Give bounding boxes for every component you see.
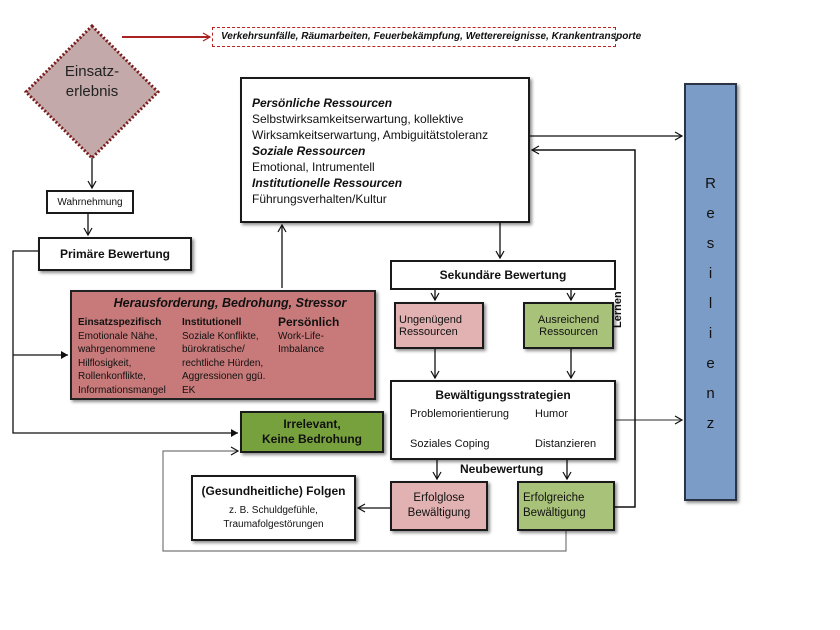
unsuccessful-coping-box: Erfolglose Bewältigung (390, 481, 488, 531)
perception-box: Wahrnehmung (46, 190, 134, 214)
coping-item: Distanzieren (535, 438, 597, 450)
coping-item: Soziales Coping (410, 438, 490, 450)
primary-appraisal-box: Primäre Bewertung (38, 237, 192, 271)
resources-box: Persönliche Ressourcen Selbstwirksamkeit… (240, 77, 530, 223)
institutional-resources-text: Führungsverhalten/Kultur (252, 192, 387, 206)
stressor-title: Herausforderung, Bedrohung, Stressor (113, 296, 347, 310)
social-resources-title: Soziale Ressourcen (252, 144, 366, 158)
successful-coping-box: Erfolgreiche Bewältigung (517, 481, 615, 531)
sufficient-resources-box: Ausreichend Ressourcen (523, 302, 614, 349)
health-consequences-box: (Gesundheitliche) Folgen z. B. Schuldgef… (191, 475, 356, 541)
health-consequences-title: (Gesundheitliche) Folgen (201, 484, 346, 498)
stressor-column-operational: Einsatzspezifisch Emotionale Nähe, wahrg… (78, 317, 166, 396)
primary-appraisal-label: Primäre Bewertung (59, 247, 171, 261)
event-label: Einsatz- erlebnis (64, 63, 120, 100)
institutional-resources-title: Institutionelle Ressourcen (252, 176, 403, 190)
irrelevant-box: Irrelevant, Keine Bedrohung (240, 411, 384, 453)
secondary-appraisal-box: Sekundäre Bewertung (390, 260, 616, 290)
coping-item: Humor (535, 408, 569, 420)
stressor-column-institutional: Institutionell Soziale Konflikte, bürokr… (182, 317, 266, 396)
reappraisal-label: Neubewertung (460, 462, 544, 476)
event-diamond (23, 23, 161, 161)
social-resources-text: Emotional, Intrumentell (252, 160, 375, 174)
personal-resources-title: Persönliche Ressourcen (252, 96, 393, 110)
stressor-box: Herausforderung, Bedrohung, Stressor Ein… (70, 290, 376, 400)
secondary-appraisal-label: Sekundäre Bewertung (439, 268, 567, 282)
event-examples-box: Verkehrsunfälle, Räumarbeiten, Feuerbekä… (212, 27, 641, 47)
coping-strategies-title: Bewältigungsstrategien (435, 388, 571, 402)
resilience-bar: R e s i l i e n z (684, 83, 737, 501)
personal-resources-text-2: Wirksamkeitserwartung, Ambiguitätstolera… (252, 128, 489, 142)
insufficient-resources-box: Ungenügend Ressourcen (394, 302, 484, 349)
perception-label: Wahrnehmung (57, 196, 123, 208)
coping-item: Problemorientierung (410, 408, 510, 420)
resilience-label: R e s i l i e n z (705, 175, 716, 432)
personal-resources-text: Selbstwirksamkeitserwartung, kollektive (252, 112, 464, 126)
coping-strategies-box: Bewältigungsstrategien Problemorientieru… (390, 380, 616, 460)
learning-label: Lernen (612, 291, 624, 328)
stressor-column-personal: Persönlich Work-Life- Imbalance (278, 315, 340, 355)
